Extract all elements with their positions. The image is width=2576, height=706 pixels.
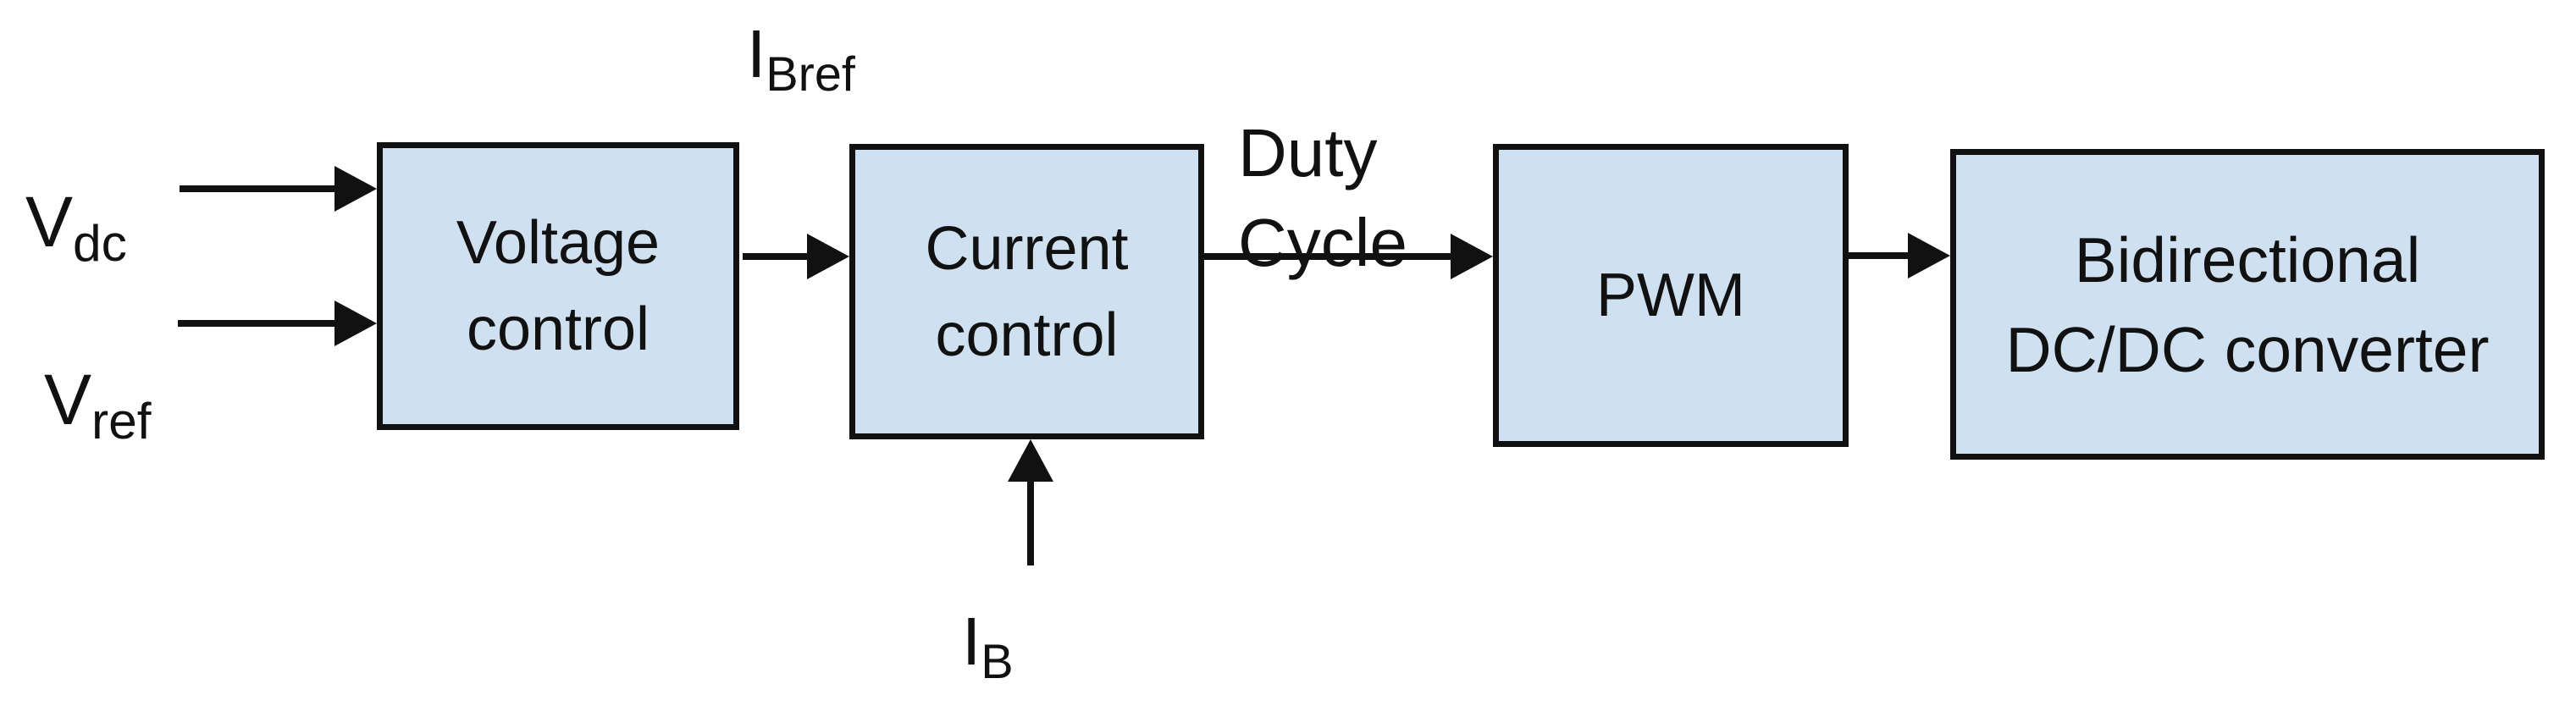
ib-arrowhead-icon xyxy=(1008,439,1053,482)
pwm-to-converter-arrowhead-icon xyxy=(1908,233,1950,279)
ibref-signal-label: IBref xyxy=(747,15,855,99)
ib-subscript: B xyxy=(981,635,1014,690)
vref-arrow-line xyxy=(178,320,338,327)
voltage-control-block: Voltage control xyxy=(377,142,739,430)
bidirectional-label-line1: Bidirectional xyxy=(2074,223,2421,295)
vdc-arrow-line xyxy=(180,185,338,192)
current-control-block: Current control xyxy=(849,144,1204,439)
pwm-to-converter-arrow xyxy=(1849,233,1950,279)
duty-cycle-line2: Cycle xyxy=(1238,205,1408,280)
current-control-label-line2: control xyxy=(935,301,1119,369)
ibref-base: I xyxy=(747,16,766,91)
vref-subscript: ref xyxy=(91,391,152,450)
duty-cycle-signal-label: Duty Cycle xyxy=(1238,108,1407,288)
vdc-signal-label: Vdc xyxy=(25,181,127,268)
voltage-control-label-line1: Voltage xyxy=(456,209,661,277)
current-to-pwm-arrowhead-icon xyxy=(1451,234,1493,279)
pwm-to-converter-arrow-line xyxy=(1849,252,1911,259)
vref-base: V xyxy=(44,360,92,439)
ib-arrow-line xyxy=(1027,480,1034,565)
vdc-input-arrow xyxy=(180,166,377,212)
voltage-to-current-arrow xyxy=(743,234,849,279)
current-control-label-line1: Current xyxy=(925,214,1129,283)
bidirectional-label-line2: DC/DC converter xyxy=(2005,313,2490,385)
ib-signal-label: IB xyxy=(962,603,1014,687)
vref-signal-label: Vref xyxy=(44,359,152,446)
ib-base: I xyxy=(962,604,981,679)
vref-arrowhead-icon xyxy=(334,301,377,346)
duty-cycle-line1: Duty xyxy=(1238,115,1378,190)
bidirectional-dcdc-converter-block: Bidirectional DC/DC converter xyxy=(1950,149,2545,460)
voltage-to-current-arrowhead-icon xyxy=(807,234,849,279)
voltage-to-current-arrow-line xyxy=(743,253,810,260)
ibref-subscript: Bref xyxy=(766,47,855,102)
vdc-arrowhead-icon xyxy=(334,166,377,212)
current-to-pwm-arrow-line xyxy=(1204,253,1454,260)
voltage-control-label-line2: control xyxy=(466,295,650,363)
vref-input-arrow xyxy=(178,301,377,346)
pwm-block: PWM xyxy=(1493,144,1849,447)
current-to-pwm-arrow xyxy=(1204,234,1493,279)
pwm-label: PWM xyxy=(1596,262,1745,329)
ib-input-arrow xyxy=(1008,439,1053,565)
vdc-base: V xyxy=(25,182,74,262)
vdc-subscript: dc xyxy=(73,213,127,272)
